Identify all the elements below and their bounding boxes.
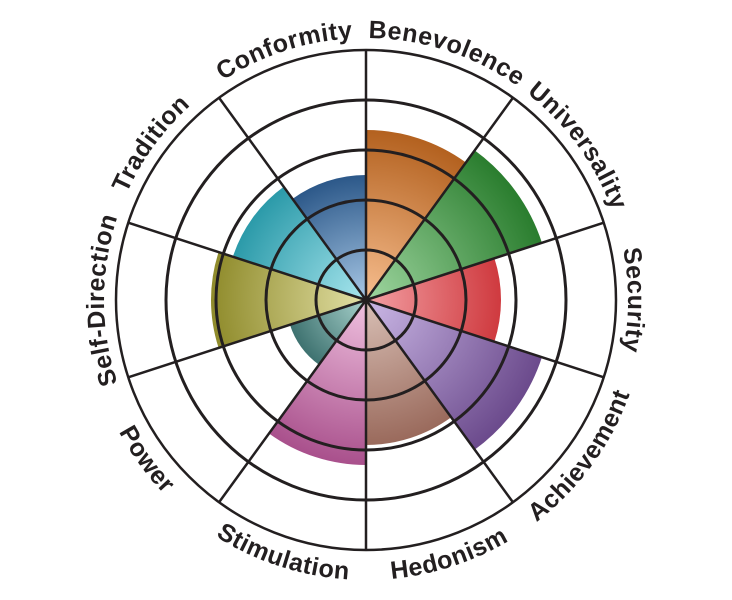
spoke-line — [364, 299, 514, 503]
wedge-universality — [366, 150, 542, 300]
category-label: Tradition — [107, 89, 195, 196]
spoke-line — [127, 221, 367, 302]
category-label: Power — [114, 421, 181, 499]
category-label: Hedonism — [389, 521, 513, 585]
wedge-stimulation — [269, 300, 366, 465]
spoke-line — [218, 299, 368, 503]
spoke-line — [218, 97, 368, 301]
wedge-security — [366, 258, 501, 342]
wedge-tradition — [232, 186, 366, 300]
category-label: Achievement — [523, 386, 636, 527]
category-label: Stimulation — [212, 517, 351, 585]
wedge-conformity — [292, 175, 366, 300]
wedge-self-direction — [211, 252, 366, 348]
spoke-line — [364, 97, 514, 301]
category-label: Benevolence — [368, 16, 530, 92]
wedge-hedonism — [366, 300, 452, 445]
spoke-line — [365, 298, 605, 379]
spoke-line — [127, 298, 367, 379]
spoke-line — [365, 221, 605, 302]
center-dot — [362, 296, 370, 304]
grid — [114, 48, 618, 552]
category-label: Security — [617, 245, 650, 354]
wedge-achievement — [366, 300, 542, 450]
category-label: Conformity — [211, 16, 353, 85]
category-label: Universality — [523, 76, 633, 213]
